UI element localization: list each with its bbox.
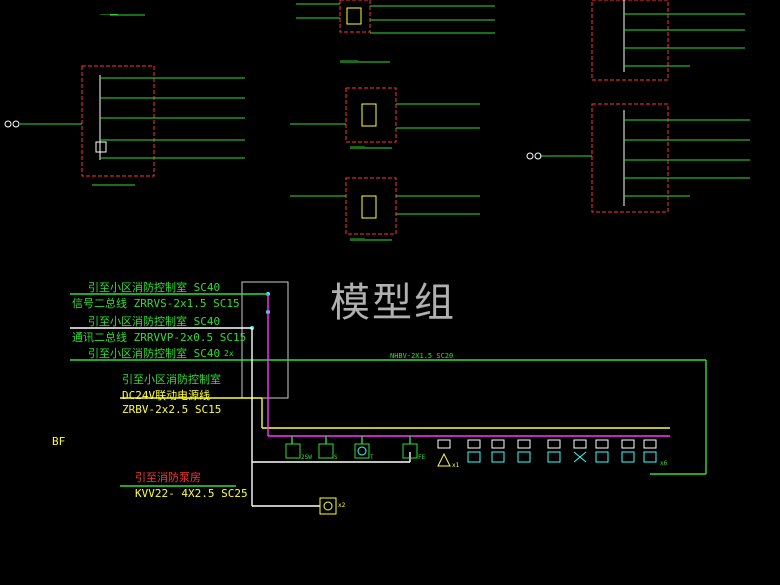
lower-system [70, 281, 707, 507]
route-label-bus: NHBV-2X1.5 SC20 [390, 352, 454, 360]
floor-tag: BF [52, 435, 66, 448]
device-tag-5: x1 [452, 462, 460, 469]
route-label-8: ZRBV-2x2.5 SC15 [122, 403, 222, 416]
device-tag-6: x6 [660, 460, 668, 467]
device-tag-2: S [334, 454, 338, 461]
route-label-7: DC24V联动电源线 [122, 389, 211, 402]
device-tag-1: 2SW [301, 454, 312, 461]
panel-mid [290, 87, 480, 149]
panel-mid-top [296, 0, 495, 63]
panel-left [4, 14, 245, 186]
device-tag-7: x2 [338, 502, 346, 509]
route-label-3: 引至小区消防控制室 SC40 [88, 315, 221, 328]
route-label-5: 引至小区消防控制室 SC40 [88, 347, 221, 360]
route-label-2: 信号二总线 ZRRVS-2x1.5 SC15 [72, 297, 240, 310]
device-tag-4: FE [418, 454, 426, 461]
device-row [285, 439, 657, 515]
route-label-4: 通讯二总线 ZRRVVP-2x0.5 SC15 [72, 331, 247, 344]
watermark: 模型组 [330, 280, 456, 326]
route-label-6: 引至小区消防控制室 [122, 373, 221, 386]
panel-right [526, 103, 750, 213]
route-label-5-mult: 2x [224, 349, 234, 358]
panel-mid-lower [290, 177, 480, 241]
device-tag-3: T [370, 454, 374, 461]
route-label-9: 引至消防泵房 [135, 471, 201, 484]
route-label-10: KVV22- 4X2.5 SC25 [135, 487, 248, 500]
route-label-1: 引至小区消防控制室 SC40 [88, 281, 221, 294]
panel-right-top [591, 0, 745, 81]
